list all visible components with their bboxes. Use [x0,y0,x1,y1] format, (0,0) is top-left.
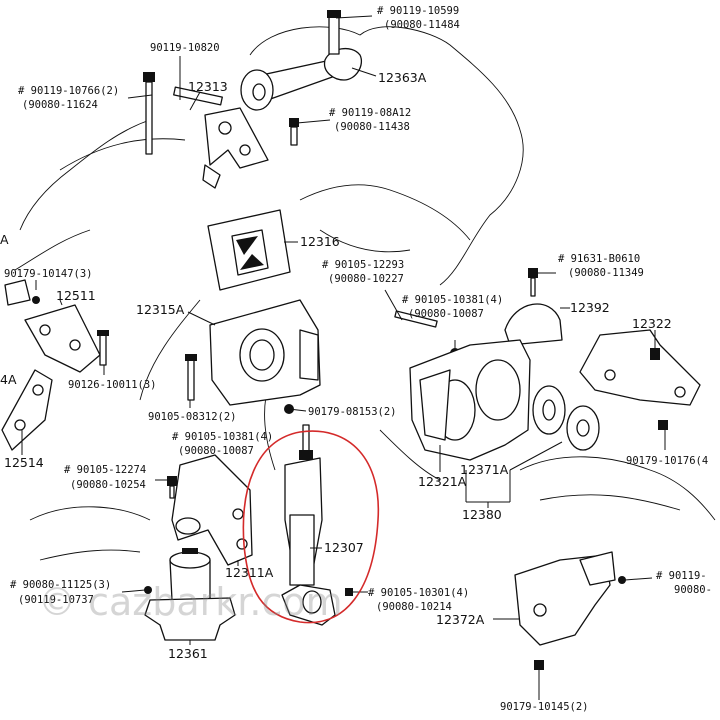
part-12315a-housing [185,299,321,414]
label-90179-10176: 90179-10176(4 [626,455,708,467]
label-90080-10087-a: (90080-10087 [408,308,484,320]
part-12307-damper [281,424,353,626]
label-90179-08153: 90179-08153(2) [308,406,397,418]
svg-text:# 90119-10599: # 90119-10599 [377,5,459,17]
label-90119-10737: (90119-10737 [18,594,94,606]
part-12321a-housing [409,339,531,461]
label-90080-11349: (90080-11349 [568,267,644,279]
label-12514: 12514 [4,455,44,470]
label-90119-10599: 90119-10599 [390,5,460,17]
label-90105-10381-a: 90105-10381(4) [415,294,504,306]
label-12363a: 12363A [378,70,427,85]
part-12316-plate [207,209,291,291]
label-12307: 12307 [324,540,364,555]
svg-text:# 90105-10381(4): # 90105-10381(4) [402,294,503,306]
bolt-90119-10766 [143,72,155,155]
label-90080-11484: (90080-11484 [384,19,460,31]
label-90080-10227: (90080-10227 [328,273,404,285]
label-12322: 12322 [632,316,672,331]
label-90105-10301: 90105-10301(4) [381,587,470,599]
label-90080-partial: 90080- [674,584,712,596]
label-90105-12274: 90105-12274 [77,464,147,476]
svg-text:# 90080-11125(3): # 90080-11125(3) [10,579,111,591]
svg-text:# 90119-10766(2): # 90119-10766(2) [18,85,119,97]
part-12313-bracket [173,86,299,189]
label-90080-11125: 90080-11125(3) [23,579,112,591]
label-12311a: 12311A [225,565,274,580]
part-12514-bracket [1,369,53,451]
label-90080-11624: (90080-11624 [22,99,98,111]
part-12311a-bracket [167,454,253,566]
label-12316: 12316 [300,234,340,249]
label-12392: 12392 [570,300,610,315]
part-12372a-bracket [514,551,626,670]
label-90105-08312: 90105-08312(2) [148,411,237,423]
part-12322-bracket [579,329,701,430]
part-12361-mount [144,548,236,641]
label-90119-10820: 90119-10820 [150,42,220,54]
label-12313: 12313 [188,79,228,94]
svg-text:# 90119-08A12: # 90119-08A12 [329,107,411,119]
label-12371a: 12371A [460,462,509,477]
label-12361: 12361 [168,646,208,661]
label-a: A [0,232,9,247]
label-90179-10147: 90179-10147(3) [4,268,93,280]
part-12363a-rod [240,10,362,111]
label-90105-12293: 90105-12293 [335,259,405,271]
part-12392-cap [394,268,563,358]
label-12511: 12511 [56,288,96,303]
label-90080-10087-b: (90080-10087 [178,445,254,457]
highlight-circle [242,430,380,624]
label-90126-10011: 90126-10011(3) [68,379,157,391]
label-90080-11438: (90080-11438 [334,121,410,133]
svg-text:# 91631-B0610: # 91631-B0610 [558,253,640,265]
label-90119-08a12: 90119-08A12 [342,107,412,119]
label-12380: 12380 [462,507,502,522]
label-90179-10145: 90179-10145(2) [500,701,589,713]
label-90080-10214: (90080-10214 [376,601,452,613]
svg-text:# 90105-10301(4): # 90105-10301(4) [368,587,469,599]
label-90119-10766: 90119-10766(2) [31,85,120,97]
label-4a: 4A [0,372,17,387]
svg-text:# 90105-10381(4): # 90105-10381(4) [172,431,273,443]
label-90080-10254: (90080-10254 [70,479,146,491]
part-12511-bracket [4,279,109,373]
part-labels: # 90119-10599 (90080-11484 90119-10820 #… [0,5,712,713]
part-12371a-cushion [532,385,600,451]
svg-text:# 90105-12293: # 90105-12293 [322,259,404,271]
svg-text:# 90119-: # 90119- [656,570,707,582]
svg-text:# 90105-12274: # 90105-12274 [64,464,146,476]
label-12372a: 12372A [436,612,485,627]
label-12321a: 12321A [418,474,467,489]
label-91631-b0610: 91631-B0610 [571,253,641,265]
label-12315a: 12315A [136,302,185,317]
watermark: © cazbarkr.com [38,580,343,624]
label-90105-10381-b: 90105-10381(4) [185,431,274,443]
label-90119-partial: 90119- [669,570,707,582]
engine-outline [14,26,716,561]
